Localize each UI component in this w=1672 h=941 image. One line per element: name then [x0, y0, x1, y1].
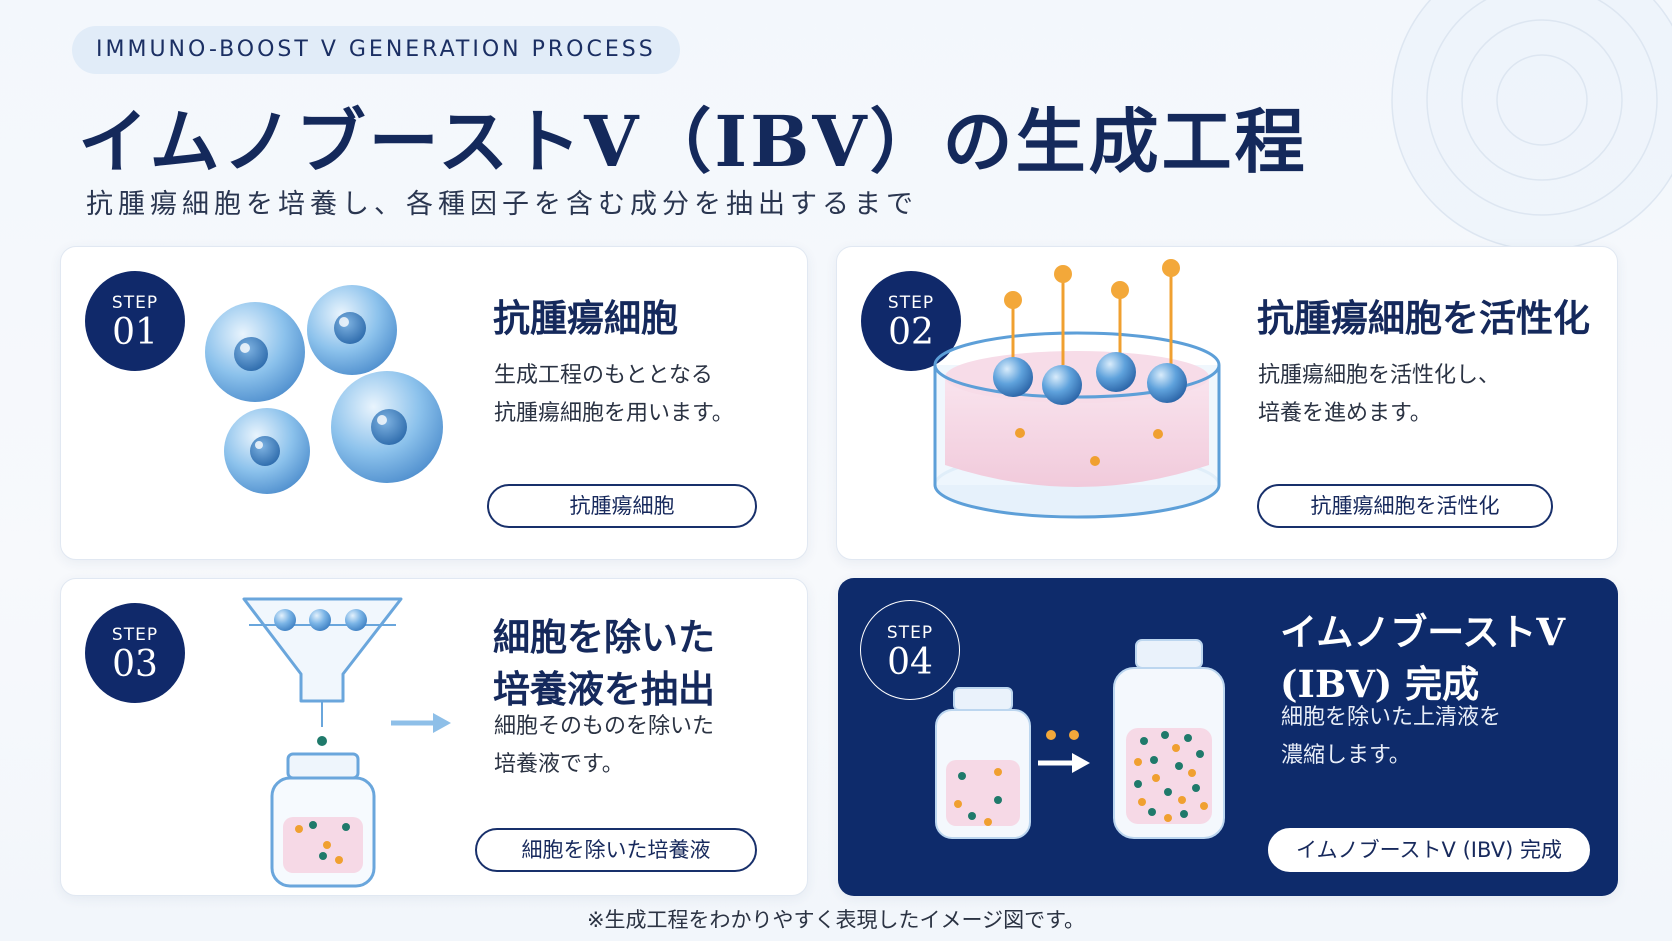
- step-card-03: STEP 03: [60, 578, 808, 896]
- step-heading: 抗腫瘍細胞を活性化: [1257, 296, 1590, 340]
- step-label: STEP: [887, 293, 935, 313]
- arrow-right-icon: [1038, 753, 1090, 773]
- factor-dot-icon: [1015, 428, 1163, 466]
- step-number: 01: [112, 312, 158, 353]
- activated-cell-icon: [993, 352, 1187, 405]
- step-badge-04: STEP 04: [860, 600, 960, 700]
- culture-bottle-icon: [270, 752, 376, 888]
- step-heading: イムノブーストV (IBV) 完成: [1280, 610, 1566, 706]
- funnel-filter-illustration: [242, 597, 451, 888]
- step-label: STEP: [886, 623, 934, 643]
- cell-icon: [307, 285, 397, 375]
- step-description: 細胞を除いた上清液を 濃縮します。: [1281, 705, 1502, 768]
- cell-icon: [331, 371, 443, 483]
- culture-dish-icon: [933, 331, 1221, 519]
- step-number: 03: [112, 644, 158, 685]
- step-heading: 抗腫瘍細胞: [493, 296, 678, 340]
- step-badge-03: STEP 03: [85, 603, 185, 703]
- funnel-icon: [242, 597, 403, 746]
- tumor-cells-illustration: [205, 285, 443, 494]
- step-description: 細胞そのものを除いた 培養液です。: [494, 714, 715, 777]
- step-card-01: STEP 01: [60, 246, 808, 560]
- step-card-02: STEP 02: [836, 246, 1618, 560]
- step-pill: イムノブーストV (IBV) 完成: [1268, 828, 1590, 872]
- step-number: 04: [887, 642, 933, 683]
- cell-icon: [224, 408, 310, 494]
- concentrated-bottles-illustration: [935, 639, 1225, 839]
- step-heading: 細胞を除いた 培養液を抽出: [493, 615, 715, 711]
- culture-dish-illustration: [933, 259, 1221, 519]
- factor-dot-icon: [1046, 730, 1079, 740]
- page-subtitle: 抗腫瘍細胞を培養し、各種因子を含む成分を抽出するまで: [86, 189, 918, 220]
- large-bottle-icon: [1113, 639, 1225, 839]
- small-bottle-icon: [935, 687, 1031, 839]
- process-tag: IMMUNO-BOOST V GENERATION PROCESS: [72, 26, 680, 74]
- cell-icon: [205, 302, 305, 402]
- step-pill: 抗腫瘍細胞: [487, 484, 757, 528]
- step-label: STEP: [111, 293, 159, 313]
- step-description: 抗腫瘍細胞を活性化し、 培養を進めます。: [1258, 363, 1501, 426]
- arrow-right-icon: [391, 713, 451, 733]
- step-label: STEP: [111, 625, 159, 645]
- step-pill: 細胞を除いた培養液: [475, 828, 757, 872]
- antenna-icon: [1004, 259, 1180, 365]
- page-title: イムノブーストV（IBV）の生成工程: [78, 100, 1308, 183]
- step-number: 02: [888, 312, 934, 353]
- decorative-rings: [1391, 0, 1672, 251]
- step-pill: 抗腫瘍細胞を活性化: [1257, 484, 1553, 528]
- step-description: 生成工程のもととなる 抗腫瘍細胞を用います。: [494, 363, 734, 426]
- footnote: ※生成工程をわかりやすく表現したイメージ図です。: [586, 908, 1086, 932]
- step-badge-01: STEP 01: [85, 271, 185, 371]
- step-card-04: STEP 04: [838, 578, 1618, 896]
